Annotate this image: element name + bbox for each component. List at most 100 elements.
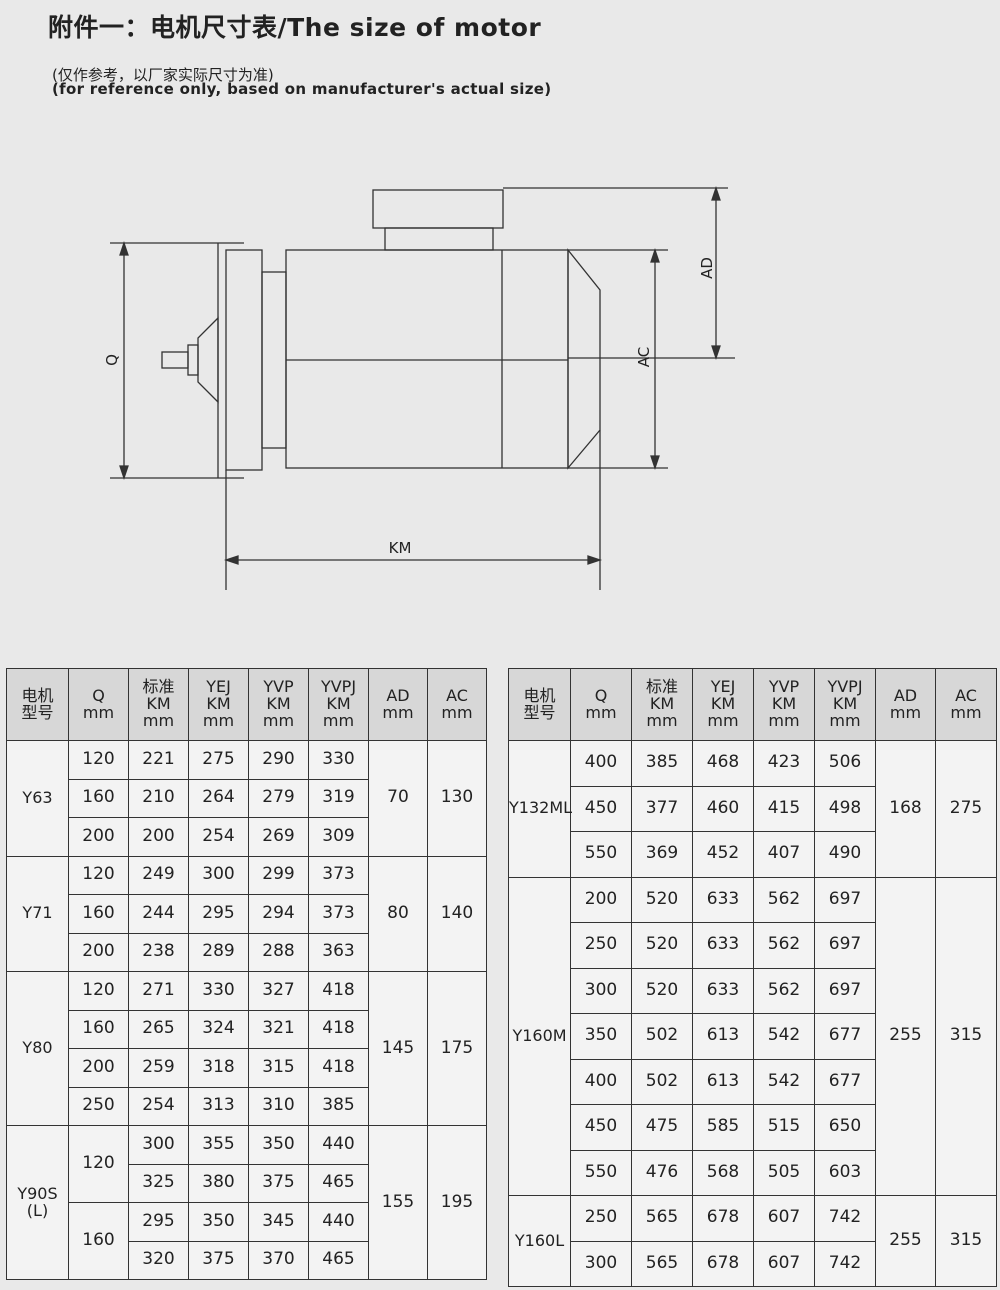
- yvpj-km-cell: 319: [308, 778, 369, 818]
- column-header-line: KM: [832, 694, 858, 714]
- terminal-box: [372, 189, 504, 229]
- q-cell: 250: [570, 1195, 632, 1242]
- yvpj-km-cell: 373: [308, 855, 369, 895]
- yej-km-cell: 633: [692, 922, 754, 969]
- ac-cell: 140: [427, 855, 487, 972]
- q-cell: 400: [570, 740, 632, 787]
- column-header-line: 电机: [523, 685, 556, 705]
- std-km-cell: 475: [631, 1104, 693, 1151]
- yvp-km-cell: 294: [248, 894, 309, 934]
- yvp-km-cell: 370: [248, 1240, 309, 1280]
- std-km-cell: 254: [128, 1086, 189, 1126]
- std-km-cell: 249: [128, 855, 189, 895]
- yvp-km-cell: 288: [248, 932, 309, 972]
- column-header-line: YVPJ: [320, 677, 357, 697]
- column-header-line: 标准: [645, 677, 678, 697]
- column-header-line: KM: [710, 694, 736, 714]
- terminal-box-base: [384, 227, 494, 251]
- yvp-km-cell: 299: [248, 855, 309, 895]
- column-header-line: mm: [441, 702, 473, 722]
- std-km-cell: 502: [631, 1058, 693, 1105]
- yvpj-km-cell: 697: [814, 876, 876, 923]
- model-line: Y90S: [17, 1183, 58, 1203]
- yej-km-cell: 633: [692, 967, 754, 1014]
- ad-cell: 255: [875, 1195, 936, 1287]
- std-km-cell: 320: [128, 1240, 189, 1280]
- std-km-cell: 300: [128, 1125, 189, 1165]
- yvp-km-cell: 310: [248, 1086, 309, 1126]
- model-line: Y63: [22, 787, 53, 807]
- yvp-km-cell: 415: [753, 785, 815, 832]
- ac-label: AC: [635, 347, 653, 367]
- yvpj-km-cell: 363: [308, 932, 369, 972]
- yej-km-cell: 678: [692, 1240, 754, 1287]
- std-km-cell: 369: [631, 831, 693, 878]
- column-header-line: Q: [92, 685, 105, 705]
- yvp-km-cell: 321: [248, 1009, 309, 1049]
- km-label: KM: [389, 539, 412, 557]
- q-cell: 300: [570, 1240, 632, 1287]
- reference-note-cn: (仅作参考，以厂家实际尺寸为准): [52, 66, 274, 84]
- shaft-cone: [197, 316, 219, 404]
- q-cell: 160: [68, 894, 129, 934]
- std-km-cell: 377: [631, 785, 693, 832]
- std-km-cell: 221: [128, 740, 189, 780]
- yvpj-km-cell: 309: [308, 817, 369, 857]
- q-cell: 120: [68, 740, 129, 780]
- q-cell: 200: [68, 1048, 129, 1088]
- q-cell: 160: [68, 1009, 129, 1049]
- q-cell: 200: [68, 932, 129, 972]
- column-header-line: YVP: [263, 677, 294, 697]
- column-header-line: mm: [829, 710, 861, 730]
- model-line: Y80: [22, 1038, 53, 1058]
- flange-ring: [261, 271, 287, 449]
- ad-cell: 80: [368, 855, 428, 972]
- yvp-km-cell: 375: [248, 1163, 309, 1203]
- std-km-cell: 502: [631, 1013, 693, 1060]
- column-header-line: mm: [262, 710, 295, 730]
- yvpj-km-cell: 440: [308, 1125, 369, 1165]
- yvp-km-cell: 423: [753, 740, 815, 787]
- ac-cell: 315: [935, 876, 997, 1196]
- yej-km-cell: 613: [692, 1058, 754, 1105]
- yvp-km-cell: 607: [753, 1195, 815, 1242]
- model-cell: Y80: [6, 971, 69, 1126]
- column-header-line: mm: [950, 702, 982, 722]
- std-km-cell: 265: [128, 1009, 189, 1049]
- yvp-km-cell: 542: [753, 1058, 815, 1105]
- q-cell: 450: [570, 785, 632, 832]
- flange-plate: [225, 249, 263, 471]
- yvp-km-cell: 350: [248, 1125, 309, 1165]
- std-km-cell: 210: [128, 778, 189, 818]
- yej-km-cell: 568: [692, 1149, 754, 1196]
- yvpj-km-cell: 465: [308, 1163, 369, 1203]
- model-cell: Y71: [6, 855, 69, 972]
- column-header-line: KM: [326, 694, 351, 714]
- yvp-km-cell: 607: [753, 1240, 815, 1287]
- column-header-line: mm: [382, 702, 414, 722]
- yvpj-km-cell: 697: [814, 967, 876, 1014]
- q-cell: 200: [68, 817, 129, 857]
- ac-cell: 195: [427, 1125, 487, 1280]
- yvp-km-cell: 562: [753, 967, 815, 1014]
